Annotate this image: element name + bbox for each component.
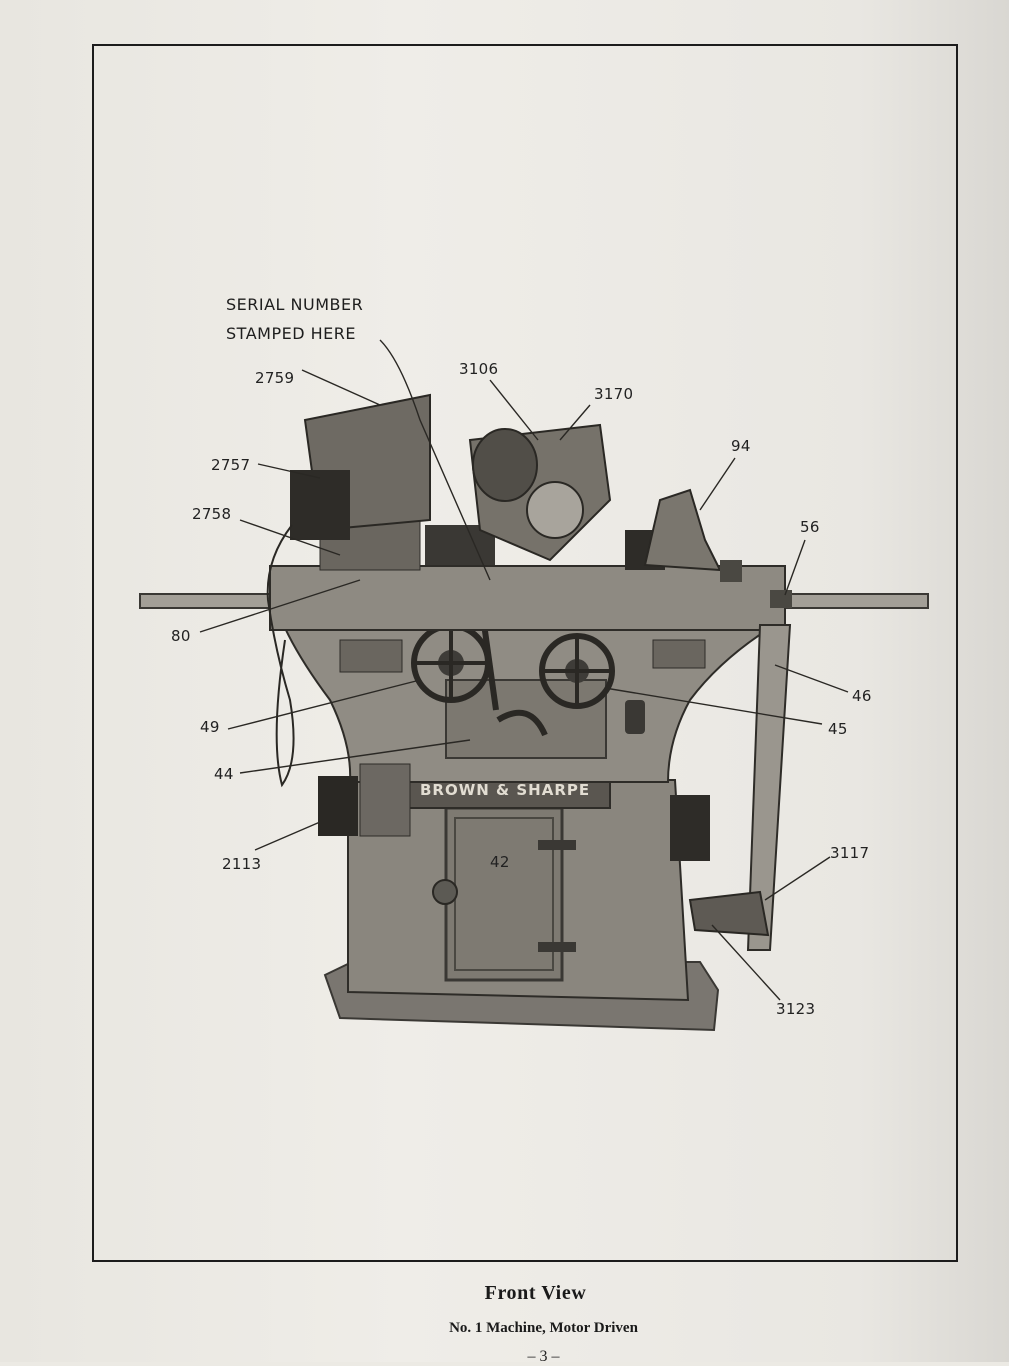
callout-45: 45 [828,720,848,738]
callout-80: 80 [171,627,191,645]
callout-42: 42 [490,853,510,871]
callout-3123: 3123 [776,1000,816,1018]
callout-2113: 2113 [222,855,262,873]
callout-3117: 3117 [830,844,870,862]
brand-nameplate: BROWN & SHARPE [420,781,591,799]
callout-44: 44 [214,765,234,783]
callout-49: 49 [200,718,220,736]
serial-note-line1: SERIAL NUMBER [226,295,364,314]
callout-3106: 3106 [459,360,499,378]
page-number: – 3 – [527,1348,560,1365]
illustration-frame [92,44,958,1262]
callout-56: 56 [800,518,820,536]
callout-46: 46 [852,687,872,705]
callout-94: 94 [731,437,751,455]
callout-2757: 2757 [211,456,251,474]
figure-caption-subtitle: No. 1 Machine, Motor Driven [449,1320,638,1336]
figure-caption-title: Front View [484,1282,587,1304]
callout-2758: 2758 [192,505,232,523]
callout-2759: 2759 [255,369,295,387]
callout-3170: 3170 [594,385,634,403]
serial-number-note: SERIAL NUMBER STAMPED HERE [226,290,363,348]
serial-note-line2: STAMPED HERE [226,324,356,343]
